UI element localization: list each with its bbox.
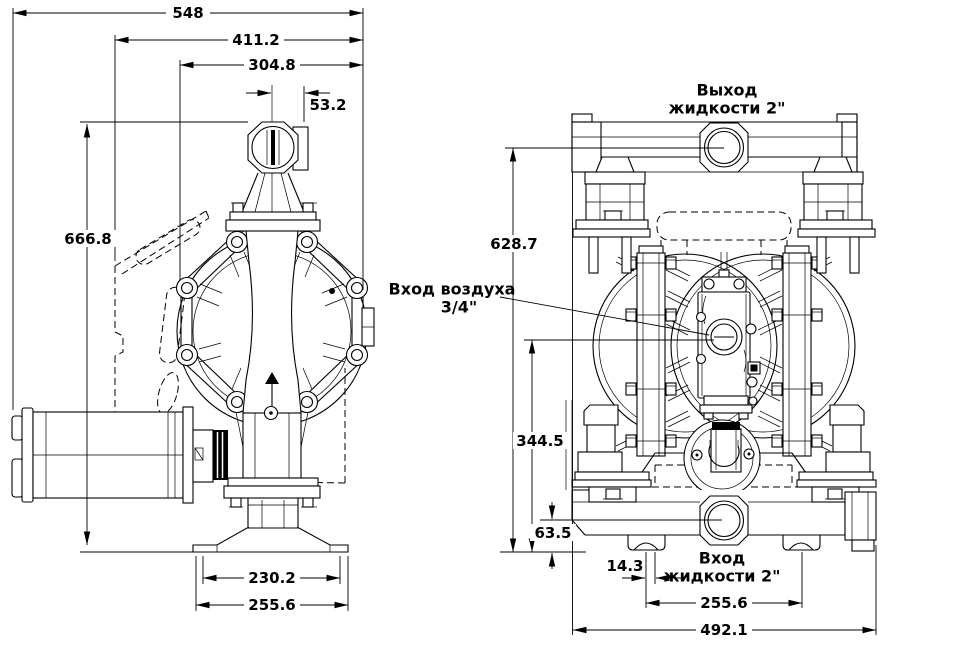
dim-front-overall-width: 492.1 [573, 621, 876, 639]
dim-front-overall-height-text: 628.7 [490, 235, 537, 253]
front-lower-left-tower [571, 404, 652, 503]
front-inlet-port [699, 495, 749, 546]
side-outlet-port [225, 121, 321, 232]
front-chambers [592, 253, 856, 439]
dim-front-feet-spacing: 255.6 [646, 594, 802, 612]
label-liquid-inlet-line2: жидкости 2" [664, 567, 781, 586]
dim-side-upper-width: 411.2 [115, 31, 363, 49]
dim-front-foot-slot-offset-text: 14.3 [606, 557, 643, 575]
front-labels: Выход жидкости 2" Вход воздуха 3/4" Вход… [389, 81, 786, 586]
front-left-foot [627, 534, 666, 551]
front-air-valve [695, 269, 761, 420]
front-outlet-port [699, 122, 749, 173]
front-left-rail [615, 245, 691, 457]
dim-front-overall-height: 628.7 [487, 148, 541, 552]
label-air-inlet-line2: 3/4" [441, 298, 477, 317]
dim-side-overall-height: 666.8 [60, 124, 116, 545]
front-upper-left-tower [572, 156, 651, 274]
dim-front-foot-slot-offset: 14.3 [606, 557, 681, 582]
front-right-rail [758, 246, 832, 456]
dim-side-overall-width-text: 548 [172, 4, 203, 22]
label-liquid-outlet-line1: Выход [697, 81, 758, 100]
dim-front-air-inlet-height-text: 344.5 [516, 432, 563, 450]
dim-side-overall-height-text: 666.8 [64, 230, 111, 248]
label-liquid-outlet-line2: жидкости 2" [669, 99, 786, 118]
dim-front-inlet-port-height: 63.5 [530, 502, 576, 569]
dim-side-base-width: 255.6 [196, 596, 348, 614]
side-muffler [11, 406, 228, 504]
dim-side-base-width-text: 255.6 [248, 596, 295, 614]
front-dimensions: 628.7 344.5 63.5 14.3 255.6 492.1 [487, 147, 877, 639]
dim-side-port-offset: 53.2 [246, 89, 347, 114]
dim-side-port-offset-text: 53.2 [309, 96, 346, 114]
dim-front-inlet-port-height-text: 63.5 [534, 524, 571, 542]
air-inlet-leader-line [499, 296, 710, 336]
dim-side-base-slot-width: 230.2 [203, 569, 340, 587]
side-center-column [242, 230, 302, 479]
front-side-boss [844, 491, 877, 552]
dim-side-overall-width: 548 [13, 4, 363, 22]
dim-front-overall-width-text: 492.1 [700, 621, 747, 639]
dim-side-chamber-width: 304.8 [180, 56, 363, 74]
label-liquid-inlet-line1: Вход [699, 549, 746, 568]
side-view: 548 411.2 304.8 53.2 666.8 230.2 [11, 4, 375, 614]
side-inlet-base [192, 477, 349, 553]
dim-front-feet-spacing-text: 255.6 [700, 594, 747, 612]
dim-side-chamber-width-text: 304.8 [248, 56, 295, 74]
dim-front-air-inlet-height: 344.5 [513, 340, 567, 552]
front-right-foot [782, 534, 821, 551]
front-muffler [683, 419, 761, 497]
front-view: 628.7 344.5 63.5 14.3 255.6 492.1 [389, 81, 877, 639]
dim-side-base-slot-width-text: 230.2 [248, 569, 295, 587]
side-dimensions: 548 411.2 304.8 53.2 666.8 230.2 [12, 4, 364, 614]
label-air-inlet-line1: Вход воздуха [389, 280, 516, 299]
dim-side-upper-width-text: 411.2 [232, 31, 279, 49]
